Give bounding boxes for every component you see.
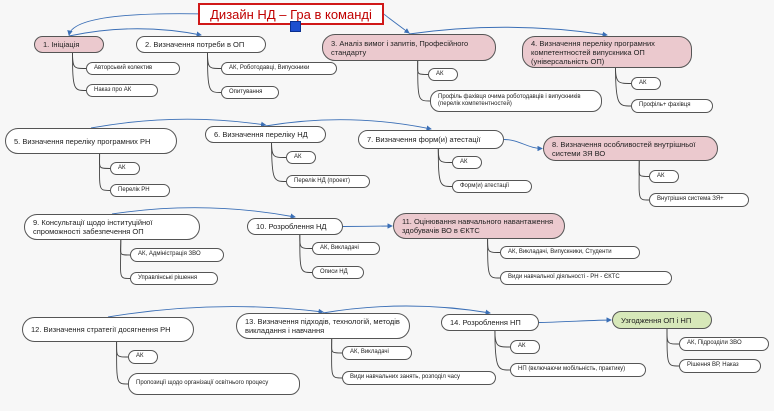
branch-line-n8a [638,160,650,177]
node-step-14-result[interactable]: НП (включаючи мобільність, практику) [510,363,646,377]
branch-line-n1b [72,52,87,91]
node-step-14-people[interactable]: АК [510,340,540,354]
flow-3-4 [408,26,608,37]
branch-line-n10b [299,234,313,273]
branch-line-n3a [417,60,429,75]
node-step-12-people[interactable]: АК [128,350,158,364]
flow-6-7 [265,119,432,131]
node-step-2-people[interactable]: АК, Роботодавці, Випускники [221,62,337,75]
node-step-11[interactable]: 11. Оцінювання навчального навантаження … [393,213,565,239]
node-step-7[interactable]: 7. Визначення форм(и) атестації [358,130,504,149]
node-step-12[interactable]: 12. Визначення стратегії досягнення РН [22,317,194,342]
connector-lines [67,13,680,385]
branch-line-n2a [207,52,222,69]
node-step-1-people[interactable]: Авторський колектив [86,62,180,75]
node-step-3[interactable]: 3. Аналіз вимог і запитів, Професійного … [322,34,496,61]
branch-line-n5b [99,153,111,191]
node-step-8[interactable]: 8. Визначення особливостей внутрішньої с… [543,136,718,161]
branch-line-n14a [494,330,511,348]
branch-line-n10a [299,234,313,249]
node-step-6-result[interactable]: Перелік НД (проект) [286,175,370,188]
branch-line-n9b [120,239,131,279]
flow-5-6 [90,118,267,129]
node-step-4-result[interactable]: Профіль+ фахівця [631,99,713,113]
node-step-7-people[interactable]: АК [452,156,482,169]
node-step-9-result[interactable]: Управлінські рішення [130,272,218,285]
title-selection-handle[interactable] [290,21,301,32]
node-step-8-people[interactable]: АК [649,170,679,183]
node-step-15[interactable]: Узгодження ОП і НП [612,311,712,329]
node-step-11-result[interactable]: Види навчальної діяльності - РН - ЄКТС [500,271,672,285]
node-step-13[interactable]: 13. Визначення підходів, технологій, мет… [236,313,410,339]
node-step-10[interactable]: 10. Розроблення НД [247,218,343,235]
branch-line-n13a [331,338,343,354]
flow-14-15 [538,317,612,323]
node-step-10-people[interactable]: АК, Викладачі [312,242,380,255]
branch-line-n1a [72,52,87,69]
node-step-1-result[interactable]: Наказ про АК [86,84,158,97]
branch-line-n4a [615,67,632,84]
branch-line-n7b [437,148,453,187]
branch-line-n2b [207,52,222,93]
node-step-13-people[interactable]: АК, Викладачі [342,346,412,360]
flow-9-10 [111,207,296,219]
node-step-12-result[interactable]: Пропозиції щодо організації освітнього п… [128,373,300,395]
node-step-6-people[interactable]: АК [286,151,316,164]
branch-line-n15a [666,328,680,345]
node-step-9[interactable]: 9. Консультації щодо інституційної спром… [24,214,200,240]
node-step-3-people[interactable]: АК [428,68,458,81]
branch-line-n5a [99,153,111,169]
node-step-4-people[interactable]: АК [631,77,661,90]
node-step-6[interactable]: 6. Визначення переліку НД [205,126,326,143]
branch-line-n7a [437,148,453,163]
node-step-4[interactable]: 4. Визначення переліку програмних компет… [522,36,692,68]
flow-1-2 [68,28,202,37]
node-step-5-result[interactable]: Перелік РН [110,184,170,197]
node-step-2-result[interactable]: Опитування [221,86,279,99]
branch-line-n9a [120,239,131,256]
branch-line-n12a [116,341,129,358]
branch-line-n6b [271,142,287,182]
branch-line-n6a [271,142,287,158]
node-step-3-result[interactable]: Профіль фахівця очима роботодавців і вип… [430,90,602,112]
node-step-5-people[interactable]: АК [110,162,140,175]
node-step-2[interactable]: 2. Визначення потреби в ОП [136,36,266,53]
branch-line-n14b [494,330,511,371]
node-step-13-result[interactable]: Види навчальних занять, розподіл часу [342,371,496,385]
branch-line-n3b [417,60,431,102]
node-step-8-result[interactable]: Внутрішня система ЗЯ+ [649,193,749,207]
branch-line-n8b [638,160,650,201]
node-step-1[interactable]: 1. Ініціація [34,36,104,53]
node-step-10-result[interactable]: Описи НД [312,266,364,279]
node-step-11-people[interactable]: АК, Викладачі, Випускники, Студенти [500,246,640,259]
node-step-7-result[interactable]: Форм(и) атестації [452,180,532,193]
node-step-5[interactable]: 5. Визначення переліку програмних РН [5,128,177,154]
flow-12-13 [107,306,324,318]
branch-line-n13b [331,338,343,379]
flow-7-8 [503,139,543,152]
flow-13-14 [322,305,491,315]
node-step-15-people[interactable]: АК, Підрозділи ЗВО [679,337,769,351]
branch-line-n15b [666,328,680,367]
title-to-step-3 [383,13,410,34]
branch-line-n11a [487,238,501,253]
branch-line-n12b [116,341,129,385]
branch-line-n11b [487,238,501,279]
node-step-15-result[interactable]: Рішення ВР, Наказ [679,359,761,373]
node-step-9-people[interactable]: АК, Адміністрація ЗВО [130,248,224,262]
flow-10-11 [342,223,393,229]
branch-line-n4b [615,67,632,107]
node-step-14[interactable]: 14. Розроблення НП [441,314,539,331]
title-to-step-1 [67,13,209,36]
